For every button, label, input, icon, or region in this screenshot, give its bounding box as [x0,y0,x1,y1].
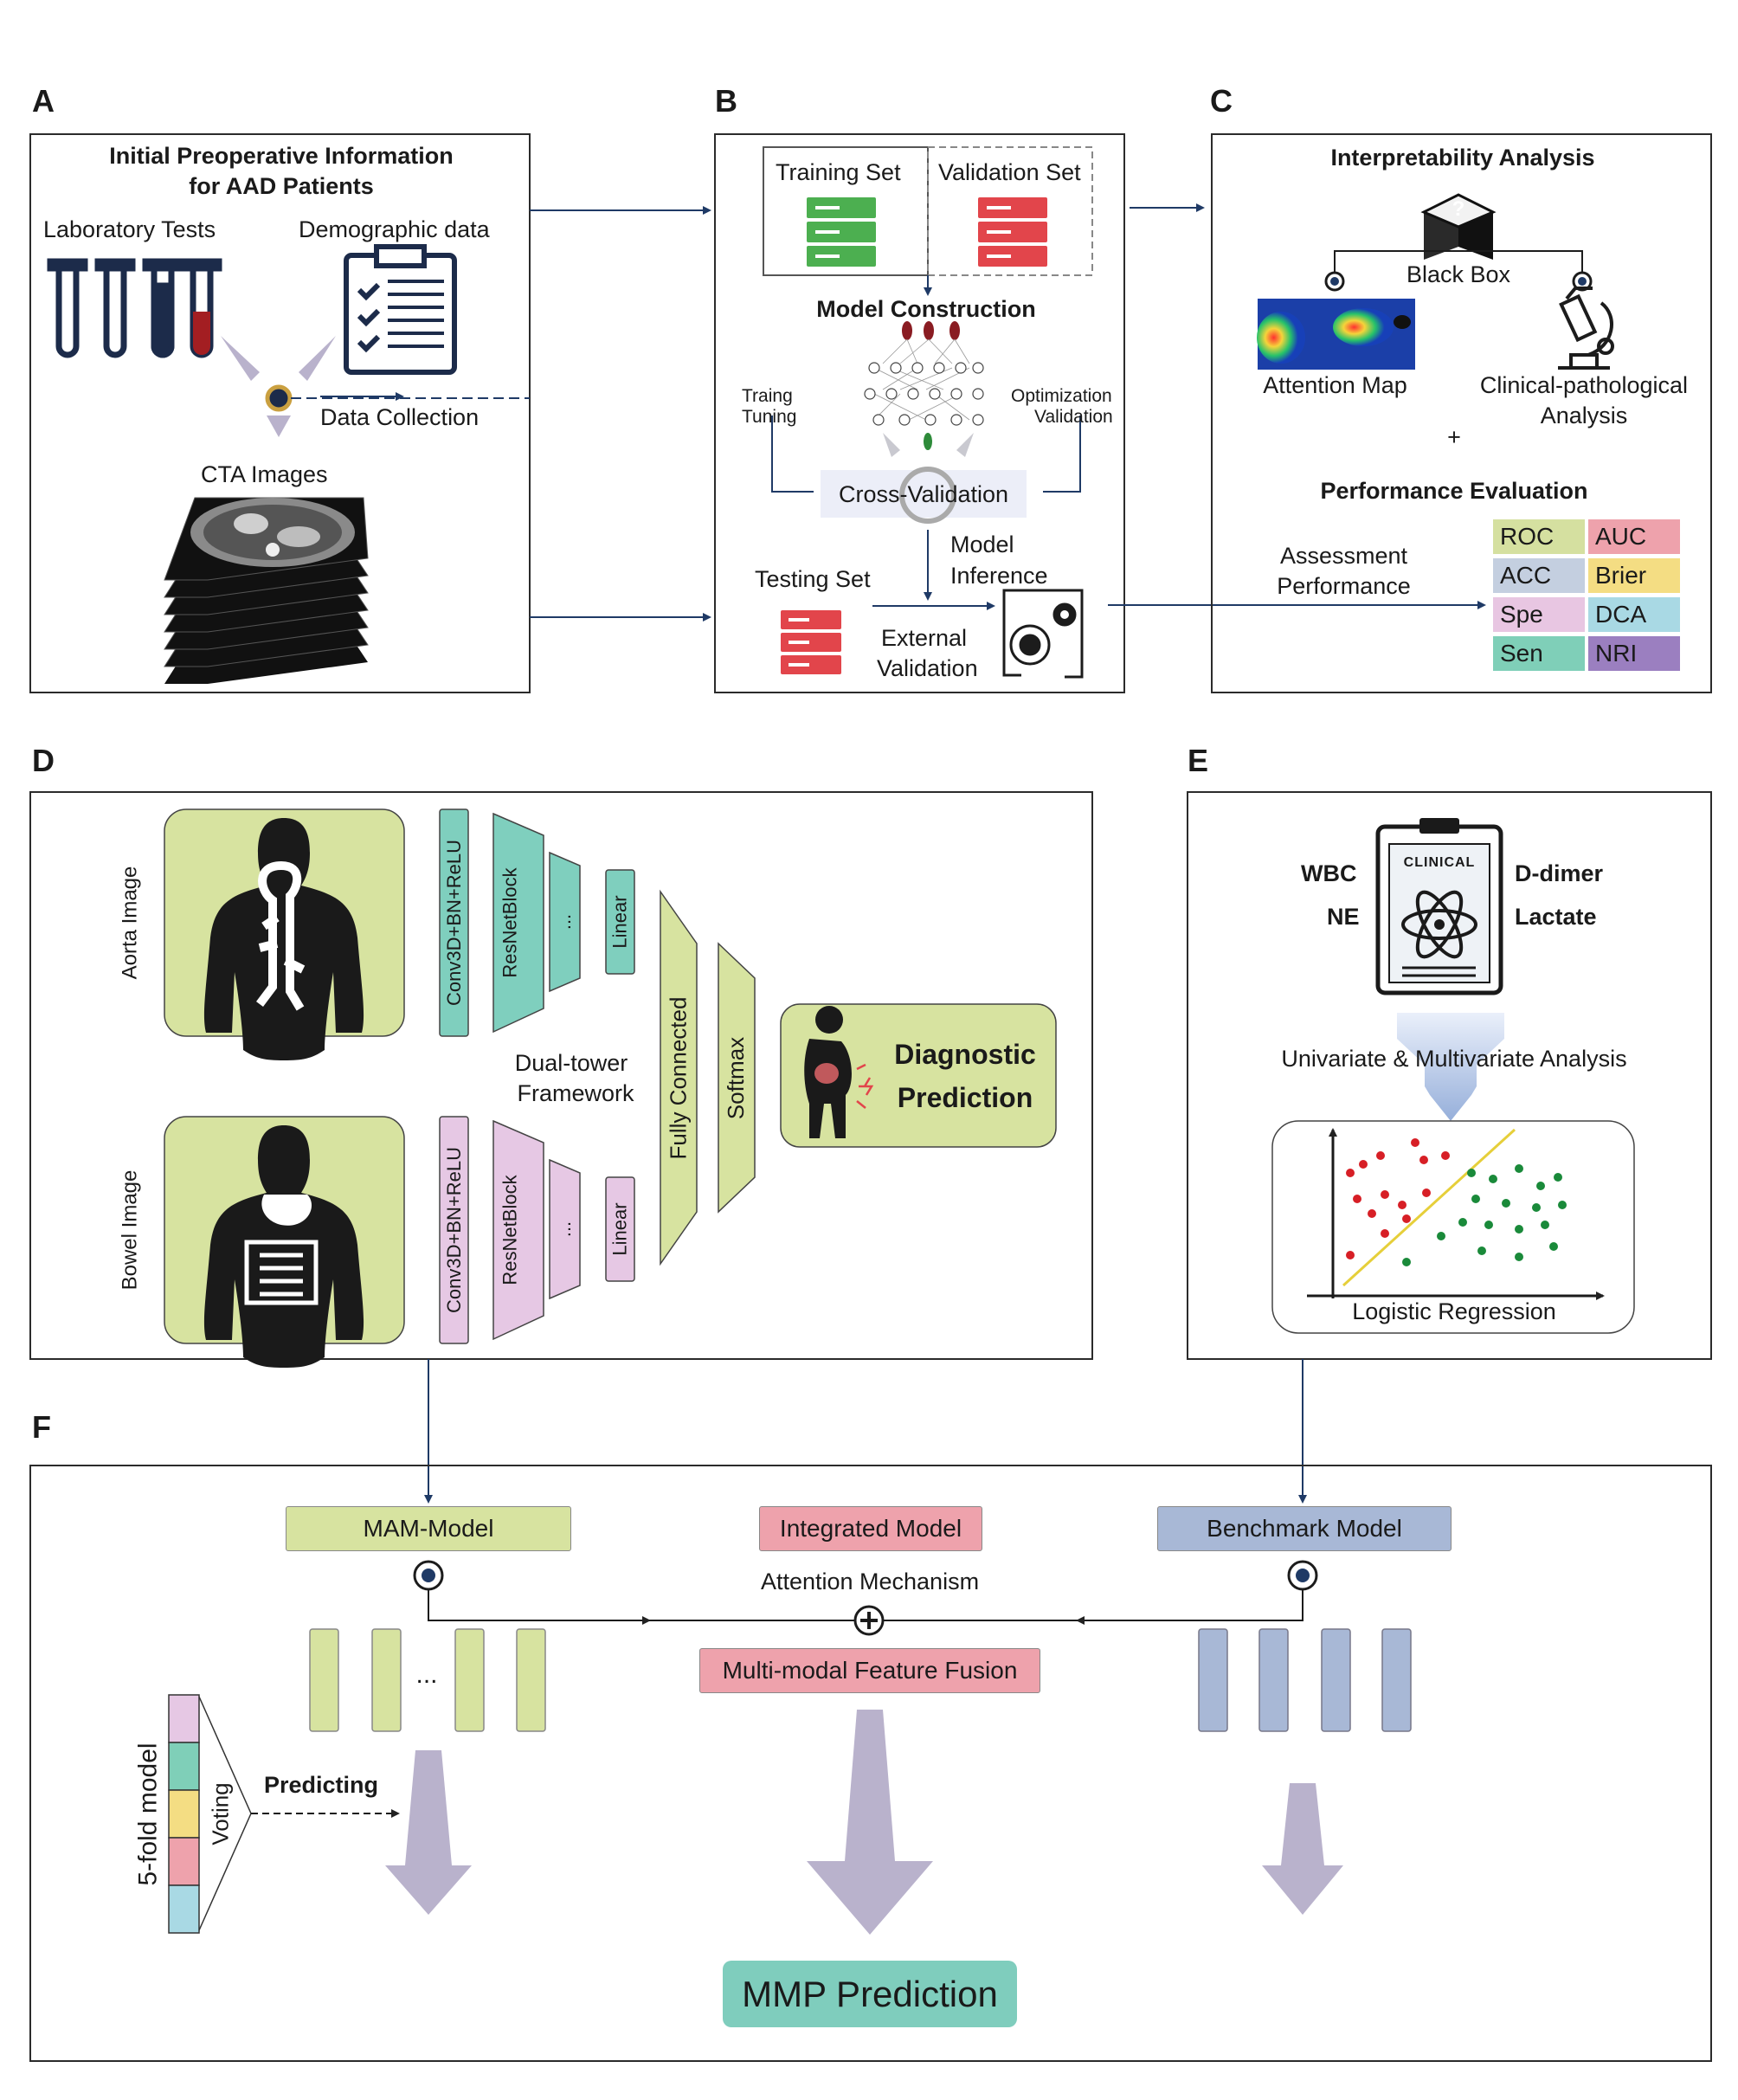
aorta-body-icon [203,818,364,1060]
diagnostic-label-1: Diagnostic [894,1039,1036,1070]
resnet-label-bottom: ResNetBlock [499,1175,521,1285]
dual-tower-label-2: Framework [517,1080,634,1106]
benchmark-model-chip: Benchmark Model [1157,1506,1452,1551]
attention-map-label: Attention Map [1263,372,1407,398]
collection-arrows [221,336,336,437]
lactate-label: Lactate [1515,904,1597,930]
clinical-label-1: Clinical-pathological [1479,372,1689,398]
panel-a-title-2: for AAD Patients [189,173,374,199]
metric-dca: DCA [1588,597,1680,632]
five-fold-label: 5-fold model [134,1742,163,1886]
black-box-question: ? [1452,197,1465,221]
lab-tests-label: Laboratory Tests [43,216,216,242]
plus-sign: + [1447,424,1461,450]
external-label: External [881,625,968,651]
metric-acc: ACC [1493,558,1585,593]
analysis-label: Univariate & Multivariate Analysis [1281,1046,1627,1072]
microscope-icon [1558,287,1614,370]
ddimer-label: D-dimer [1515,860,1604,886]
metric-auc: AUC [1588,519,1680,554]
linear-label-top: Linear [608,895,631,949]
model-construction-label: Model Construction [816,296,1036,322]
dots-label-top: ... [553,913,576,931]
attention-map-image [1257,299,1415,370]
bowel-body-icon [203,1125,364,1368]
traing-label: Traing [742,386,793,406]
external-validation-label: Validation [877,655,978,681]
logistic-regression-label: Logistic Regression [1352,1298,1556,1324]
panel-a-title-1: Initial Preoperative Information [109,143,454,169]
panel-label-f: F [32,1409,51,1445]
dots-label-bottom: ... [553,1221,576,1238]
model-label: Model [950,531,1014,557]
conv-label-bottom: Conv3D+BN+ReLU [442,1147,465,1313]
validation-server-icon [978,197,1047,267]
optimization-label: Optimization [1011,386,1112,406]
ne-label: NE [1327,904,1360,930]
black-box-label: Black Box [1406,261,1511,287]
training-set-label: Training Set [776,159,901,185]
resnet-label-top: ResNetBlock [499,867,521,978]
data-collection-label: Data Collection [320,404,480,430]
inference-label: Inference [950,563,1048,589]
cta-images-label: CTA Images [201,461,328,487]
clinical-stamp-text: CLINICAL [1403,855,1476,870]
metric-roc: ROC [1493,519,1585,554]
patient-icon [804,1006,874,1138]
mmp-prediction-chip: MMP Prediction [723,1961,1017,2027]
interpretability-title: Interpretability Analysis [1330,145,1595,171]
testing-set-label: Testing Set [755,566,871,592]
clinical-clipboard-icon [1375,818,1503,995]
linear-label-bottom: Linear [608,1202,631,1256]
aorta-image-label: Aorta Image [118,866,142,980]
validation-set-label: Validation Set [938,159,1081,185]
integrated-model-chip: Integrated Model [759,1506,982,1551]
metric-sen: Sen [1493,636,1585,671]
green-points [1402,1164,1567,1266]
conv-label-top: Conv3D+BN+ReLU [442,840,465,1006]
fully-connected-label: Fully Connected [665,996,692,1159]
validation-small-label: Validation [1034,407,1113,427]
panel-label-e: E [1188,743,1209,778]
softmax-label: Softmax [723,1036,750,1119]
voting-label: Voting [207,1781,234,1846]
training-server-icon [807,197,876,267]
cross-validation-label: Cross-Validation [838,481,1009,507]
demographic-label: Demographic data [299,216,490,242]
mam-model-chip: MAM-Model [286,1506,571,1551]
f-dots-label: ... [415,1660,438,1689]
ct-stack-icon [164,497,369,684]
diagnostic-label-2: Prediction [897,1082,1033,1113]
black-box-icon [1420,193,1497,260]
panel-label-a: A [32,83,55,119]
clinical-label-2: Analysis [1540,403,1628,428]
gear-icon [1002,589,1084,679]
metric-brier: Brier [1588,558,1680,593]
assessment-label: Assessment [1279,543,1408,569]
neural-network-icon [864,321,984,450]
test-tubes-icon [47,258,222,358]
clipboard-icon [344,244,457,375]
panel-label-d: D [32,743,55,778]
panel-label-c: C [1210,83,1233,119]
bowel-image-label: Bowel Image [118,1169,141,1291]
predicting-label: Predicting [264,1772,379,1798]
performance-label: Performance [1277,573,1411,599]
panel-label-b: B [715,83,737,119]
wbc-label: WBC [1301,860,1357,886]
metric-spe: Spe [1493,597,1585,632]
tuning-label: Tuning [742,407,797,427]
collection-node-icon [265,384,293,412]
red-points [1346,1138,1450,1259]
attention-mechanism-label: Attention Mechanism [760,1569,980,1594]
dual-tower-label-1: Dual-tower [514,1050,628,1076]
performance-eval-title: Performance Evaluation [1320,478,1588,504]
testing-server-icon [781,610,841,674]
metric-nri: NRI [1588,636,1680,671]
fusion-chip: Multi-modal Feature Fusion [699,1648,1040,1693]
